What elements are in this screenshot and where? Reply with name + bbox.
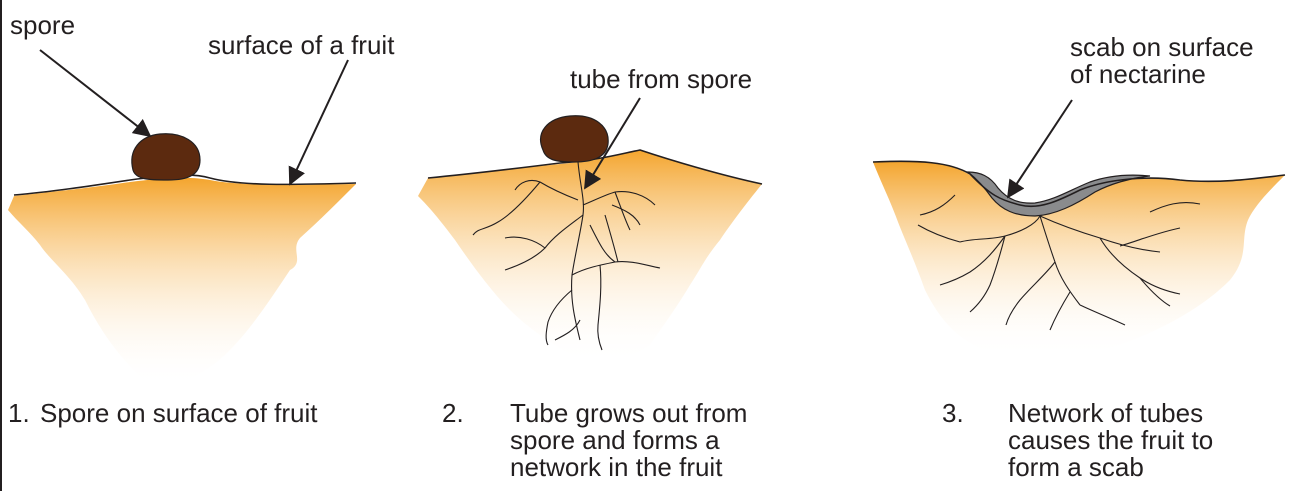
panel-2-tube-label: tube from spore — [570, 66, 752, 93]
panel-2-fruit-flesh — [418, 150, 762, 363]
panel-1-caption: Spore on surface of fruit — [40, 400, 317, 427]
panel-3-scab-label: scab on surface of nectarine — [1070, 34, 1254, 88]
panel-1-spore-label: spore — [10, 12, 75, 39]
panel-2-caption: Tube grows out from spore and forms a ne… — [510, 400, 747, 481]
panel-1-number: 1. — [8, 400, 30, 427]
panel-1-fruit-flesh — [8, 178, 356, 386]
panel-1-surface-arrow — [290, 60, 348, 184]
panel-2-spore — [541, 116, 609, 162]
panel-3-scab-arrow — [1008, 100, 1072, 197]
panel-1-spore-arrow — [40, 50, 150, 136]
panel-3-fruit-section — [873, 100, 1285, 358]
panel-2-number: 2. — [442, 400, 464, 427]
panel-3-caption: Network of tubes causes the fruit to for… — [1008, 400, 1213, 481]
panel-1-fruit-section — [8, 50, 356, 386]
panel-2-fruit-section — [418, 98, 762, 363]
panel-1-surface-label: surface of a fruit — [208, 32, 394, 59]
panel-1-spore — [132, 134, 200, 180]
panel-3-number: 3. — [942, 400, 964, 427]
